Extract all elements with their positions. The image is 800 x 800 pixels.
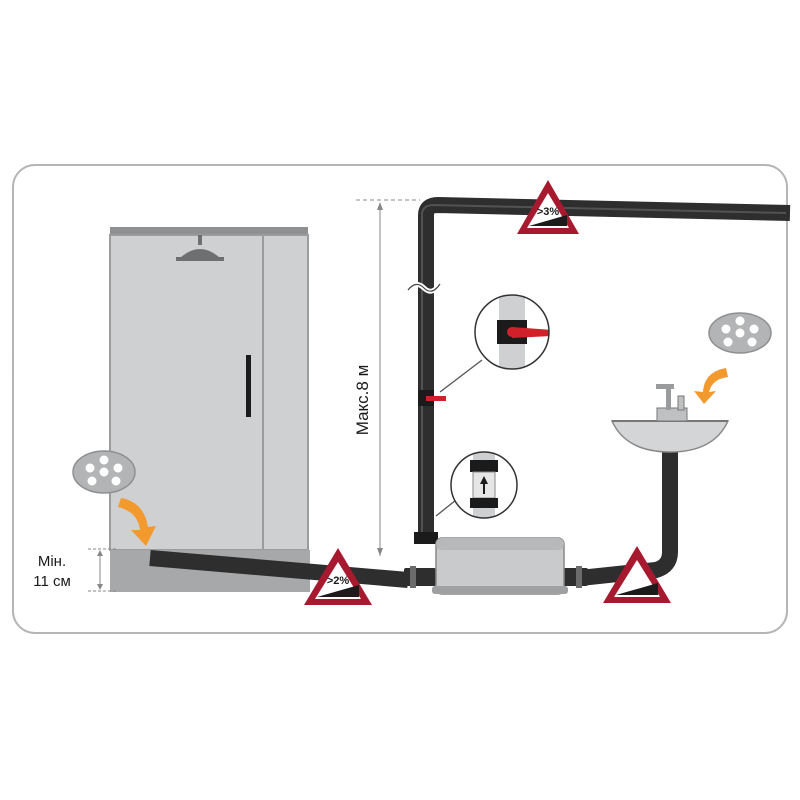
pump-unit <box>404 532 588 595</box>
valve-zoom-icon <box>474 294 550 370</box>
valve-callout-line <box>439 359 483 393</box>
shower-head-icon <box>176 235 224 261</box>
door-handle <box>246 355 251 417</box>
checkvalve-callout-line <box>435 499 457 517</box>
faucet-icon <box>656 384 688 422</box>
slope-warning-sink <box>603 546 671 603</box>
slope-label-top: >3% <box>537 206 560 218</box>
max-height-dimension <box>356 199 420 556</box>
slope-warning-top <box>517 180 579 234</box>
max-height-label: Макс.8 м <box>353 365 372 436</box>
min-height-label-line1: Мін. <box>38 553 66 570</box>
min-height-label-line2: 11 см <box>33 573 71 590</box>
slope-label-shower: >2% <box>327 575 350 587</box>
slope-warning-shower <box>304 548 372 605</box>
sink-drain-grate-icon <box>708 312 772 354</box>
valve <box>418 390 446 406</box>
min-height-dimension <box>88 548 116 592</box>
check-valve-zoom-icon <box>450 451 518 519</box>
pipes <box>149 197 791 588</box>
sink-drain-pipe <box>579 447 678 586</box>
flow-arrow-shower <box>118 498 156 546</box>
drain-grate-icon <box>72 450 136 494</box>
flow-arrow-sink <box>694 368 728 404</box>
shower-drain-pipe <box>149 550 409 588</box>
